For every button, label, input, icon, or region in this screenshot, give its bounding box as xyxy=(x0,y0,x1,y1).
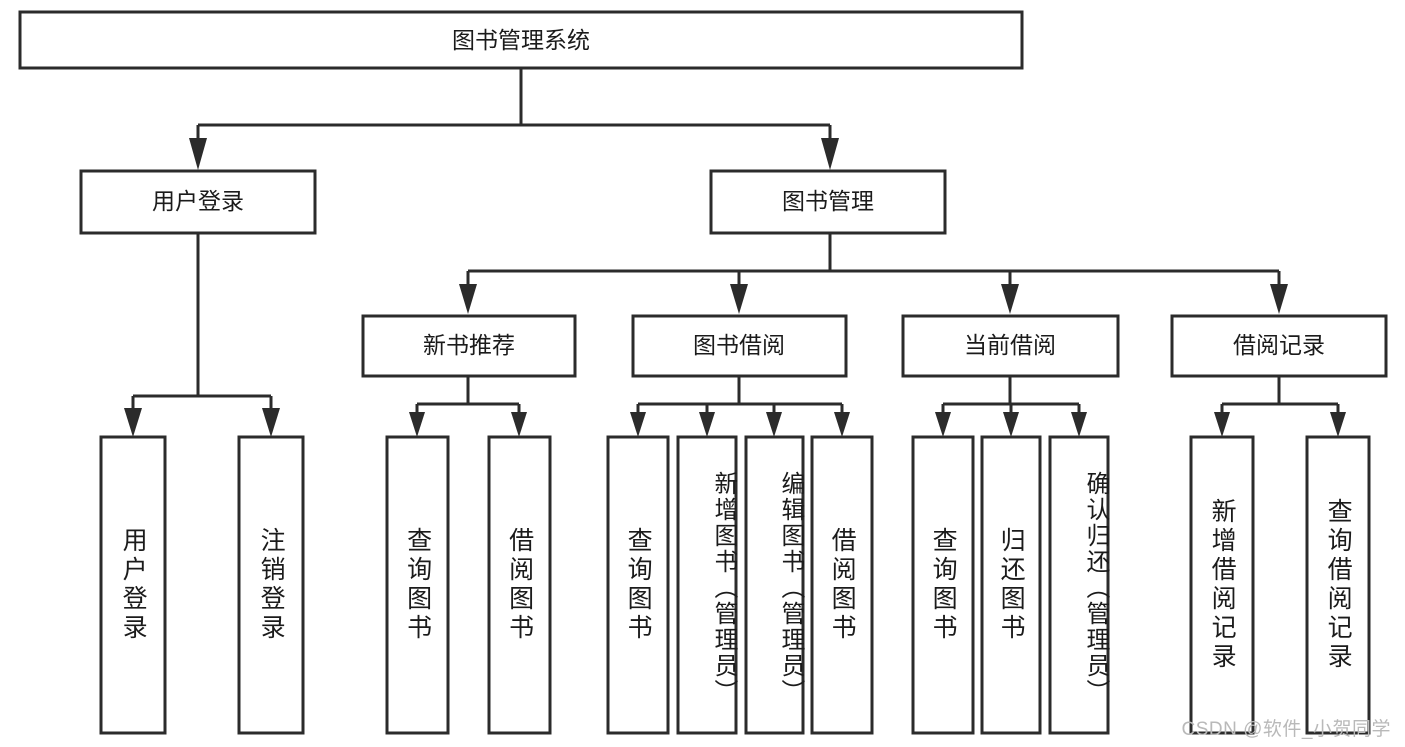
arrow-to-current-borrow xyxy=(1001,284,1019,314)
node-book-borrow[interactable]: 图书借阅 xyxy=(631,314,848,378)
arrow-to-leaf-user-login xyxy=(124,408,142,437)
node-current-borrow-label: 当前借阅 xyxy=(964,332,1056,358)
node-new-book-recommend-box[interactable] xyxy=(361,314,577,378)
arrow-to-leaf-query-record xyxy=(1330,412,1346,437)
leaf-query-record-box[interactable] xyxy=(1305,435,1371,735)
connector-current-borrow-to-leaves xyxy=(935,376,1087,437)
leaf-return-book-box[interactable] xyxy=(980,435,1042,735)
node-user-login-box[interactable] xyxy=(79,169,317,235)
leaf-add-book-box[interactable] xyxy=(676,435,738,735)
node-book-borrow-box[interactable] xyxy=(631,314,848,378)
arrow-to-leaf-add-book xyxy=(699,412,715,437)
leaf-borrow-book-1-box[interactable] xyxy=(487,435,552,735)
arrow-to-leaf-borrow-book-2 xyxy=(834,412,850,437)
arrow-to-leaf-add-record xyxy=(1214,412,1230,437)
arrow-to-leaf-logout-login xyxy=(262,408,280,437)
leaf-user-login-box[interactable] xyxy=(99,435,167,735)
arrow-to-leaf-query-book-1 xyxy=(409,412,425,437)
node-root-box[interactable] xyxy=(18,10,1024,70)
leaf-confirm-return-box[interactable] xyxy=(1048,435,1110,735)
leaf-add-record-box[interactable] xyxy=(1189,435,1255,735)
arrow-to-leaf-query-book-3 xyxy=(935,412,951,437)
csdn-watermark: CSDN @软件_小贺同学 xyxy=(1181,719,1391,740)
arrow-to-book-manage xyxy=(821,138,839,170)
arrow-to-leaf-query-book-2 xyxy=(630,412,646,437)
arrow-to-leaf-return-book xyxy=(1003,412,1019,437)
node-root[interactable]: 图书管理系统 xyxy=(18,10,1024,70)
connector-root-to-level2 xyxy=(189,68,839,170)
node-new-book-recommend[interactable]: 新书推荐 xyxy=(361,314,577,378)
connector-borrow-record-to-leaves xyxy=(1214,376,1346,437)
arrow-to-book-borrow xyxy=(730,284,748,314)
leaf-query-book-1-box[interactable] xyxy=(385,435,450,735)
leaf-logout-login-box[interactable] xyxy=(237,435,305,735)
node-borrow-record-label: 借阅记录 xyxy=(1233,332,1325,358)
leaf-query-book-2-box[interactable] xyxy=(606,435,670,735)
arrow-to-leaf-confirm-return xyxy=(1071,412,1087,437)
node-book-manage[interactable]: 图书管理 xyxy=(709,169,947,235)
arrow-to-leaf-borrow-book-1 xyxy=(511,412,527,437)
node-current-borrow-box[interactable] xyxy=(901,314,1120,378)
arrow-to-new-book-recommend xyxy=(459,284,477,314)
connector-book-manage-to-level3 xyxy=(459,233,1288,314)
leaf-query-book-3-box[interactable] xyxy=(911,435,975,735)
arrow-to-leaf-edit-book xyxy=(766,412,782,437)
node-user-login[interactable]: 用户登录 xyxy=(79,169,317,235)
node-new-book-recommend-label: 新书推荐 xyxy=(423,332,515,358)
leaf-edit-book-box[interactable] xyxy=(744,435,805,735)
arrow-to-borrow-record xyxy=(1270,284,1288,314)
node-user-login-label: 用户登录 xyxy=(152,188,244,214)
node-book-manage-box[interactable] xyxy=(709,169,947,235)
node-book-borrow-label: 图书借阅 xyxy=(693,332,785,358)
leaf-boxes xyxy=(99,435,1371,735)
connector-recommend-to-leaves xyxy=(409,376,527,437)
node-borrow-record-box[interactable] xyxy=(1170,314,1388,378)
node-book-manage-label: 图书管理 xyxy=(782,188,874,214)
arrow-to-user-login xyxy=(189,138,207,170)
leaf-borrow-book-2-box[interactable] xyxy=(810,435,874,735)
node-borrow-record[interactable]: 借阅记录 xyxy=(1170,314,1388,378)
node-current-borrow[interactable]: 当前借阅 xyxy=(901,314,1120,378)
connector-book-borrow-to-leaves xyxy=(630,376,850,437)
node-root-label: 图书管理系统 xyxy=(452,27,590,53)
connector-user-login-to-leaves xyxy=(124,233,280,437)
